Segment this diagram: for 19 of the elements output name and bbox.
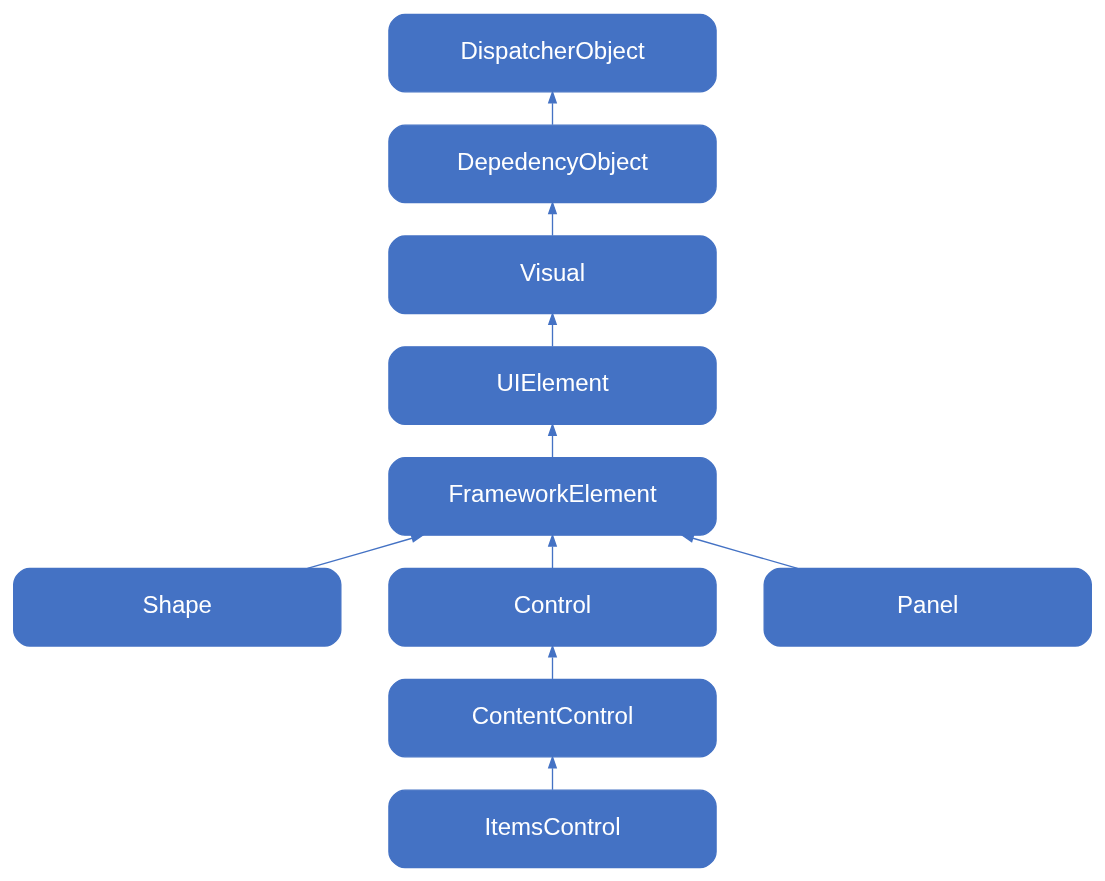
arrow	[547, 643, 558, 680]
node-box: DepedencyObject	[388, 124, 717, 203]
arrow	[547, 89, 558, 125]
node-box: ItemsControl	[388, 789, 717, 868]
node-box: FrameworkElement	[388, 456, 717, 536]
node-box: Panel	[763, 567, 1092, 647]
node-box: DispatcherObject	[388, 13, 717, 92]
node-box: ContentControl	[388, 678, 717, 757]
node-box: Shape	[13, 567, 342, 647]
node-box: Visual	[388, 234, 717, 314]
arrow	[547, 200, 558, 236]
arrow	[547, 754, 558, 790]
arrow	[547, 422, 558, 458]
arrow	[547, 532, 558, 569]
arrow	[547, 311, 558, 347]
node-box: UIElement	[388, 345, 717, 425]
arrow	[306, 533, 425, 569]
node-box: Control	[388, 567, 717, 647]
arrow	[680, 533, 799, 569]
